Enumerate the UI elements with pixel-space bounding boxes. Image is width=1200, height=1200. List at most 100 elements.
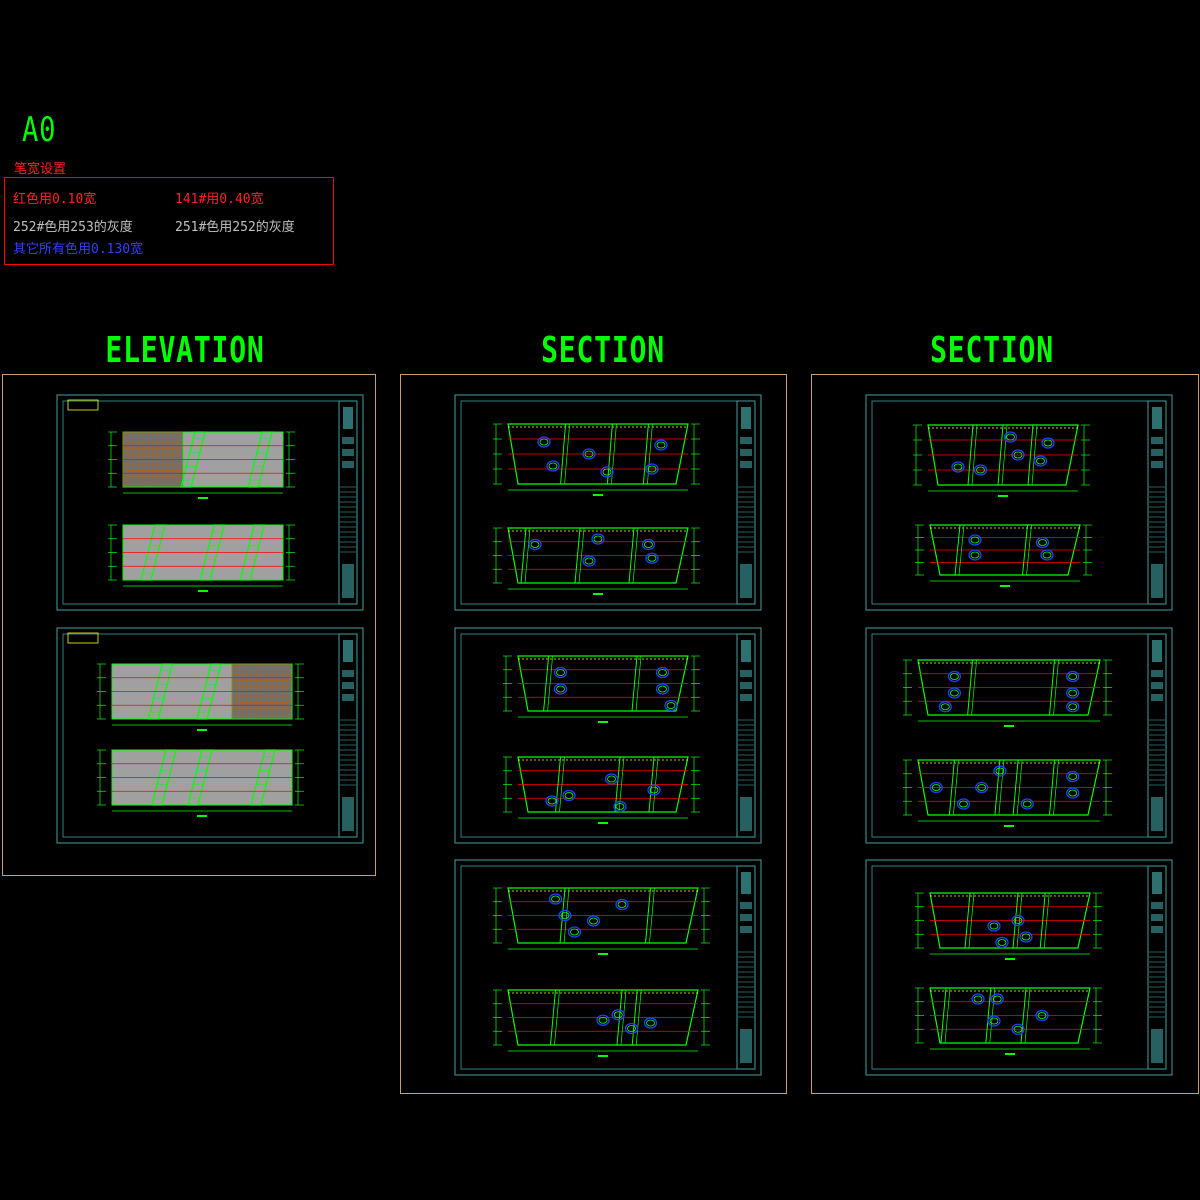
section-outline: [929, 892, 1091, 949]
section-column: [1024, 987, 1031, 1044]
section-column: [968, 892, 975, 949]
rock-outline: [596, 1014, 610, 1026]
rock-outline: [995, 936, 1009, 949]
section-column: [543, 655, 550, 712]
rock-outline: [591, 533, 605, 545]
section-column: [940, 987, 947, 1044]
rock-outline: [989, 922, 999, 930]
rock-outline: [1066, 701, 1080, 713]
section-column: [547, 655, 553, 712]
section-column: [632, 527, 639, 584]
section-column: [971, 659, 977, 716]
rock-outline: [971, 993, 985, 1005]
sheet-frame-elevation: [2, 374, 376, 876]
rock-outline: [643, 1017, 658, 1029]
section-outline: [917, 659, 1101, 716]
title-block-mark: [1151, 449, 1163, 456]
rock-outline: [666, 702, 676, 709]
rock-outline: [539, 438, 549, 446]
rock-outline: [987, 920, 1001, 932]
pen-line-red: 红色用0.10宽: [13, 192, 97, 207]
rock-outline: [976, 466, 985, 474]
section-column: [1022, 524, 1028, 576]
sub-sheet-outer: [865, 627, 1173, 844]
title-block-logo: [741, 640, 751, 662]
section-column: [574, 527, 581, 584]
section-column: [1039, 892, 1046, 949]
rock-outline: [959, 800, 968, 808]
rock-outline: [567, 926, 582, 938]
section-column: [1053, 659, 1059, 716]
rock-outline: [593, 535, 603, 543]
sub-sheet-outer: [56, 627, 364, 844]
rock-outline: [1003, 431, 1018, 443]
rock-outline: [627, 1025, 636, 1032]
section-column: [564, 423, 570, 485]
rock-outline: [528, 538, 542, 551]
drawing-caption: [1005, 1053, 1015, 1055]
pen-line-252: 252#色用253的灰度: [13, 220, 133, 235]
rock-outline: [548, 893, 563, 905]
title-block-logo: [343, 407, 353, 429]
rock-outline: [556, 669, 565, 676]
section-outline: [507, 989, 699, 1046]
rock-outline: [546, 460, 560, 472]
drawing-caption: [593, 593, 603, 595]
drawing-caption: [1004, 825, 1014, 827]
rock-outline: [558, 909, 572, 922]
rock-outline: [647, 554, 657, 562]
section-outline: [507, 887, 699, 944]
pen-line-251: 251#色用252的灰度: [175, 220, 295, 235]
rock-outline: [1043, 439, 1053, 447]
title-block-mark: [1151, 694, 1163, 701]
title-block: [338, 633, 358, 838]
rock-outline: [1011, 1023, 1025, 1035]
pen-settings-title: 笔宽设置: [14, 162, 67, 177]
rock-outline: [1011, 914, 1025, 927]
section-column: [628, 527, 635, 584]
title-block: [736, 865, 756, 1070]
section-column: [559, 756, 565, 813]
rock-outline: [611, 1009, 625, 1021]
sheet-title-section-2: SECTION: [930, 330, 1054, 371]
rock-outline: [537, 436, 551, 448]
section-outline: [929, 524, 1081, 576]
rock-outline: [607, 775, 616, 783]
rock-outline: [1035, 1009, 1049, 1022]
section-column: [647, 423, 653, 485]
pen-line-other: 其它所有色用0.130宽: [13, 242, 144, 257]
slanted-stripe: [250, 749, 276, 806]
section-column: [1049, 759, 1055, 816]
rock-outline: [973, 995, 983, 1003]
section-column: [954, 524, 961, 576]
drawing-caption: [1000, 585, 1010, 587]
rock-outline: [1013, 1025, 1023, 1033]
section-outline: [929, 987, 1091, 1044]
section-column: [524, 527, 531, 584]
title-block-stamp: [342, 564, 354, 598]
rock-outline: [989, 1017, 999, 1025]
section-column: [649, 887, 655, 944]
sub-sheet-outer: [865, 394, 1173, 611]
section-column: [1012, 759, 1019, 816]
title-block-mark: [1151, 926, 1163, 933]
section-column: [1027, 424, 1034, 486]
title-block-mark: [740, 902, 752, 909]
section-column: [1016, 759, 1023, 816]
title-block-logo: [1152, 407, 1162, 429]
section-column: [631, 989, 638, 1046]
title-block-mark: [1151, 902, 1163, 909]
rock-outline: [584, 450, 594, 458]
section-column: [944, 987, 951, 1044]
rock-outline: [1033, 455, 1048, 467]
rock-outline: [615, 803, 625, 810]
rock-outline: [968, 549, 982, 561]
rock-outline: [990, 993, 1004, 1005]
section-outline: [507, 527, 689, 584]
rock-outline: [1021, 933, 1031, 941]
rock-outline: [1019, 931, 1033, 943]
rock-outline: [548, 462, 558, 470]
rock-outline: [973, 464, 988, 476]
rock-outline: [975, 781, 989, 794]
